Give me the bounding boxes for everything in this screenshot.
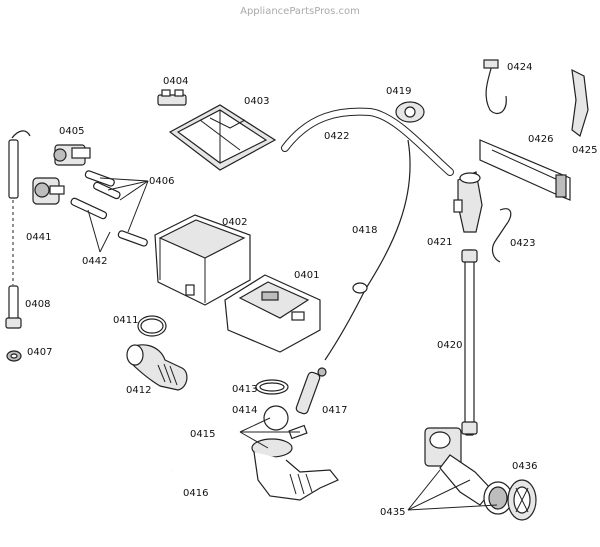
part-0435-pump <box>424 427 513 515</box>
label-0442: 0442 <box>82 256 107 267</box>
label-0406: 0406 <box>149 176 174 187</box>
part-0408-hose <box>5 130 31 329</box>
part-0419-sensor <box>395 101 425 123</box>
part-0402-drawer <box>154 214 251 306</box>
leader-lines <box>87 177 498 511</box>
label-0422: 0422 <box>324 131 349 142</box>
label-0407: 0407 <box>27 347 52 358</box>
part-0417-heater <box>295 367 327 415</box>
label-0441: 0441 <box>26 232 51 243</box>
label-0423: 0423 <box>510 238 535 249</box>
label-0401: 0401 <box>294 270 319 281</box>
part-0407-washer <box>6 350 22 362</box>
part-0424-hook <box>483 59 507 115</box>
part-0441-valve <box>32 177 65 205</box>
label-0408: 0408 <box>25 299 50 310</box>
part-labels: 0404 0403 0405 0406 0441 0442 0402 0401 … <box>25 62 597 518</box>
part-0425-bracket <box>571 68 589 137</box>
part-0412-bellows <box>126 344 188 391</box>
label-0404: 0404 <box>163 76 188 87</box>
part-0426-rail <box>479 139 571 201</box>
part-0442-hoses <box>70 197 148 247</box>
part-0406-hoses <box>84 170 121 200</box>
part-0422-tube <box>281 107 454 176</box>
label-0405: 0405 <box>59 126 84 137</box>
part-0403-tray <box>168 104 277 171</box>
label-0402: 0402 <box>222 217 247 228</box>
part-0436-filter <box>507 479 537 521</box>
part-0416-hose <box>171 468 241 488</box>
label-0414: 0414 <box>232 405 257 416</box>
label-0420: 0420 <box>437 340 462 351</box>
part-0401-housing <box>224 274 321 353</box>
label-0421: 0421 <box>427 237 452 248</box>
label-0412: 0412 <box>126 385 151 396</box>
label-0403: 0403 <box>244 96 269 107</box>
part-0421-chamber <box>453 171 483 233</box>
label-0436: 0436 <box>512 461 537 472</box>
label-0416: 0416 <box>183 488 208 499</box>
watermark: AppliancePartsPros.com <box>240 6 360 17</box>
part-0405-valve <box>53 144 91 166</box>
part-0414-ball <box>263 405 289 431</box>
label-0415: 0415 <box>190 429 215 440</box>
part-0415-sump <box>251 424 339 501</box>
label-0417: 0417 <box>322 405 347 416</box>
label-0424: 0424 <box>507 62 532 73</box>
part-0404-clip <box>157 89 187 106</box>
part-0411-ring <box>137 315 167 337</box>
label-0426: 0426 <box>528 134 553 145</box>
label-0435: 0435 <box>380 507 405 518</box>
part-0418-tube <box>324 139 411 361</box>
label-0413: 0413 <box>232 384 257 395</box>
label-0425: 0425 <box>572 145 597 156</box>
label-0411: 0411 <box>113 315 138 326</box>
part-0420-hose <box>461 249 478 436</box>
label-0419: 0419 <box>386 86 411 97</box>
part-0423-clip <box>491 208 512 263</box>
part-0413-ring <box>255 379 289 395</box>
label-0418: 0418 <box>352 225 377 236</box>
